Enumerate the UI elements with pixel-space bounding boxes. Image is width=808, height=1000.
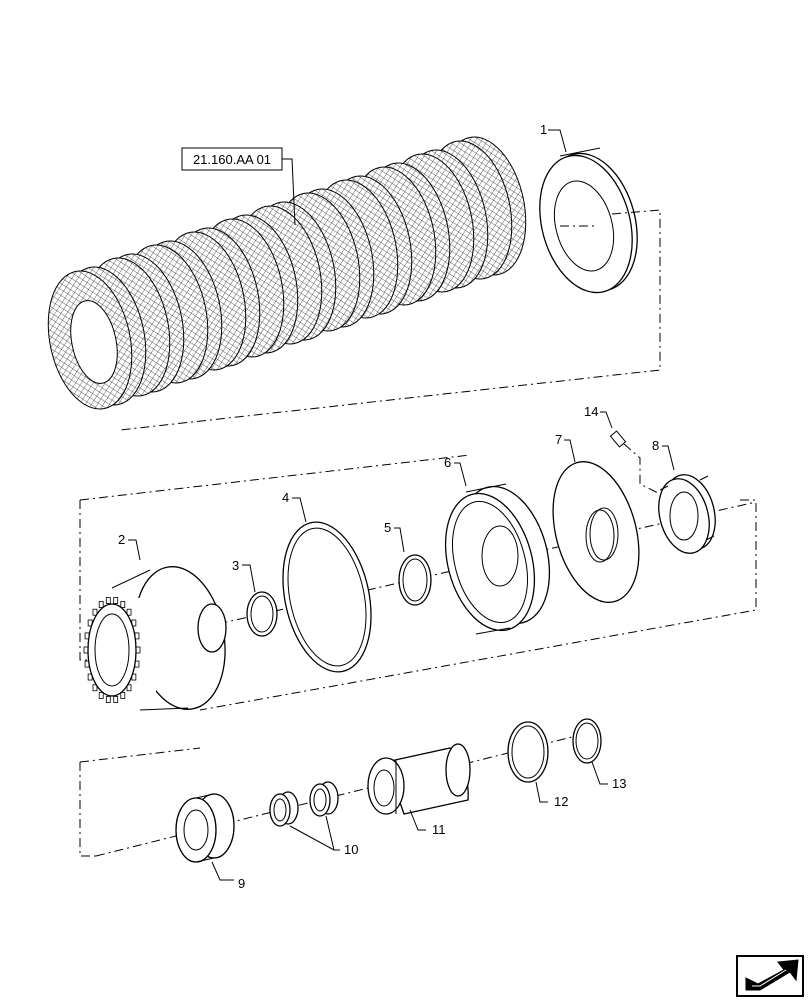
gear-tooth	[126, 608, 132, 616]
gear-tooth	[120, 692, 126, 699]
leader-14	[600, 411, 613, 429]
part-number-8[interactable]: 8	[652, 438, 659, 453]
assembly-boundary-middle-2	[79, 454, 471, 501]
assembly-boundary-top	[119, 209, 661, 431]
part-11-sleeve[interactable]	[367, 743, 471, 815]
part-number-4[interactable]: 4	[282, 490, 289, 505]
leader-11	[409, 809, 426, 831]
leader-10b	[325, 815, 335, 851]
clutch-disc-pack[interactable]	[36, 129, 537, 417]
part-1-ring[interactable]	[525, 143, 651, 303]
part-number-10[interactable]: 10	[344, 842, 358, 857]
leader-8	[662, 445, 675, 471]
leader-12	[535, 781, 548, 803]
leader-5	[394, 527, 405, 553]
part-9-bearing[interactable]	[175, 793, 235, 863]
gear-tooth	[92, 608, 98, 616]
gear-tooth	[113, 696, 119, 703]
next-page-arrow-icon[interactable]	[736, 955, 804, 997]
reference-label: 21.160.AA 01	[193, 152, 271, 167]
assembly-boundary-middle-3	[199, 499, 757, 711]
part-7-disc-plate[interactable]	[539, 452, 654, 612]
part-number-14[interactable]: 14	[584, 404, 598, 419]
gear-tooth	[98, 601, 104, 608]
part-6-piston[interactable]	[431, 477, 563, 641]
leader-13	[591, 761, 608, 785]
assembly-boundary-bottom	[79, 747, 201, 763]
gear-tooth	[105, 597, 111, 604]
leader-2	[128, 539, 141, 561]
clutch-disc	[47, 266, 147, 410]
part-8-slotted-nut[interactable]	[651, 469, 723, 559]
part-number-1[interactable]: 1	[540, 122, 547, 137]
gear-tooth	[120, 601, 126, 608]
part-number-5[interactable]: 5	[384, 520, 391, 535]
part-number-12[interactable]: 12	[554, 794, 568, 809]
leader-3	[242, 564, 256, 593]
leader-6	[454, 462, 467, 487]
part-14-pin[interactable]	[609, 430, 661, 495]
gear-tooth	[98, 692, 104, 699]
part-12-o-ring[interactable]	[507, 721, 549, 783]
part-number-3[interactable]: 3	[232, 558, 239, 573]
gear-tooth	[105, 696, 111, 703]
part-2-gear-hub[interactable]	[83, 559, 236, 716]
assembly-boundary-middle	[79, 500, 92, 661]
leader-9	[211, 861, 234, 881]
gear-tooth	[126, 684, 132, 692]
leader-1	[548, 129, 567, 153]
part-number-7[interactable]: 7	[555, 432, 562, 447]
part-5-small-ring[interactable]	[398, 554, 432, 606]
part-13-o-ring[interactable]	[572, 718, 602, 764]
part-10-bushing-b[interactable]	[309, 781, 339, 817]
part-4-seal-ring[interactable]	[270, 514, 384, 680]
leader-4	[292, 497, 307, 523]
part-number-11[interactable]: 11	[432, 822, 446, 837]
gear-tooth	[92, 684, 98, 692]
gear-tooth	[113, 597, 119, 604]
leader-10	[289, 825, 340, 851]
part-number-13[interactable]: 13	[612, 776, 626, 791]
reference-label-box[interactable]: 21.160.AA 01	[181, 147, 296, 226]
part-number-2[interactable]: 2	[118, 532, 125, 547]
assembly-boundary-bottom-2	[79, 762, 96, 857]
part-3-snap-ring[interactable]	[246, 591, 278, 637]
part-number-6[interactable]: 6	[444, 455, 451, 470]
part-10-bushing-a[interactable]	[269, 791, 299, 827]
part-number-9[interactable]: 9	[238, 876, 245, 891]
leader-7	[564, 439, 576, 463]
